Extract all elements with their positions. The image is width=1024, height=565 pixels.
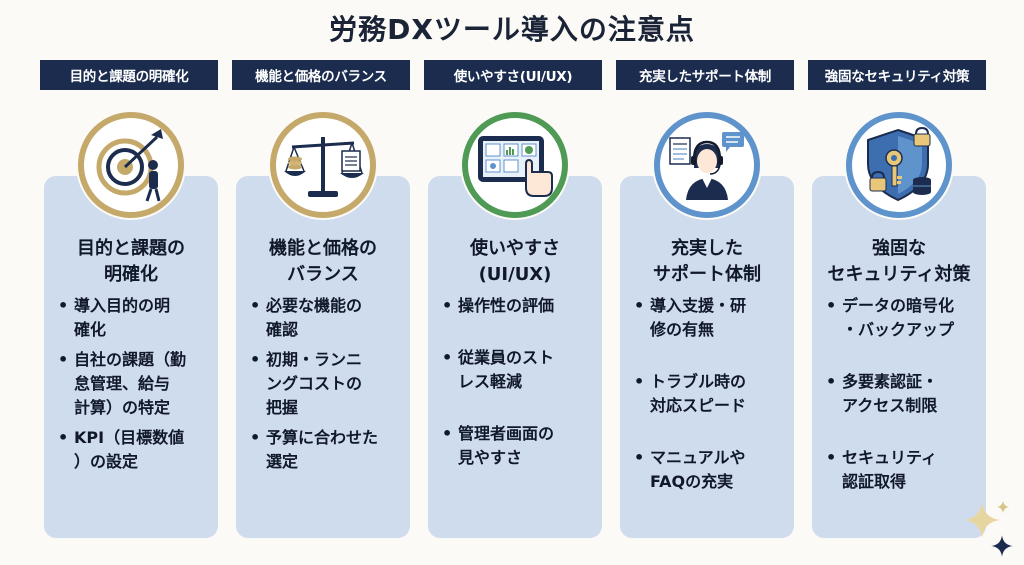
list-item: 多要素認証・アクセス制限 [822,370,984,418]
card-title: 充実したサポート体制 [653,238,761,285]
balance-scale-icon [270,112,376,218]
sparkle-icon [996,500,1010,514]
column-header: 目的と課題の明確化 [40,60,218,90]
page-title: 労務DXツール導入の注意点 [329,13,695,46]
column-security: 強固なセキュリティ対策 強固なセキュリティ対策 データの暗号化・バックアップ 多… [808,60,986,540]
card-title: 機能と価格のバランス [269,238,377,285]
column-header: 強固なセキュリティ対策 [808,60,986,90]
card-title: 目的と課題の明確化 [77,238,185,285]
tablet-touch-icon [462,112,568,218]
column-header: 機能と価格のバランス [232,60,410,90]
column-usability: 使いやすさ(UI/UX) 使いやすさ(UI/UX) 操作性の評価 従業員のストレ… [424,60,602,540]
column-header: 充実したサポート体制 [616,60,794,90]
card-title: 強固なセキュリティ対策 [827,238,971,285]
list-item: KPI（目標数値）の設定 [54,426,216,474]
target-arrow-icon [78,112,184,218]
list-item: データの暗号化・バックアップ [822,294,984,342]
card: 強固なセキュリティ対策 データの暗号化・バックアップ 多要素認証・アクセス制限 … [812,176,986,538]
sparkle-icon [991,535,1013,557]
support-operator-icon [654,112,760,218]
column-header: 使いやすさ(UI/UX) [424,60,602,90]
security-shield-icon [846,112,952,218]
card-title: 使いやすさ(UI/UX) [470,238,560,285]
list-item: 操作性の評価 [438,294,600,318]
sparkle-icon [964,502,1000,538]
